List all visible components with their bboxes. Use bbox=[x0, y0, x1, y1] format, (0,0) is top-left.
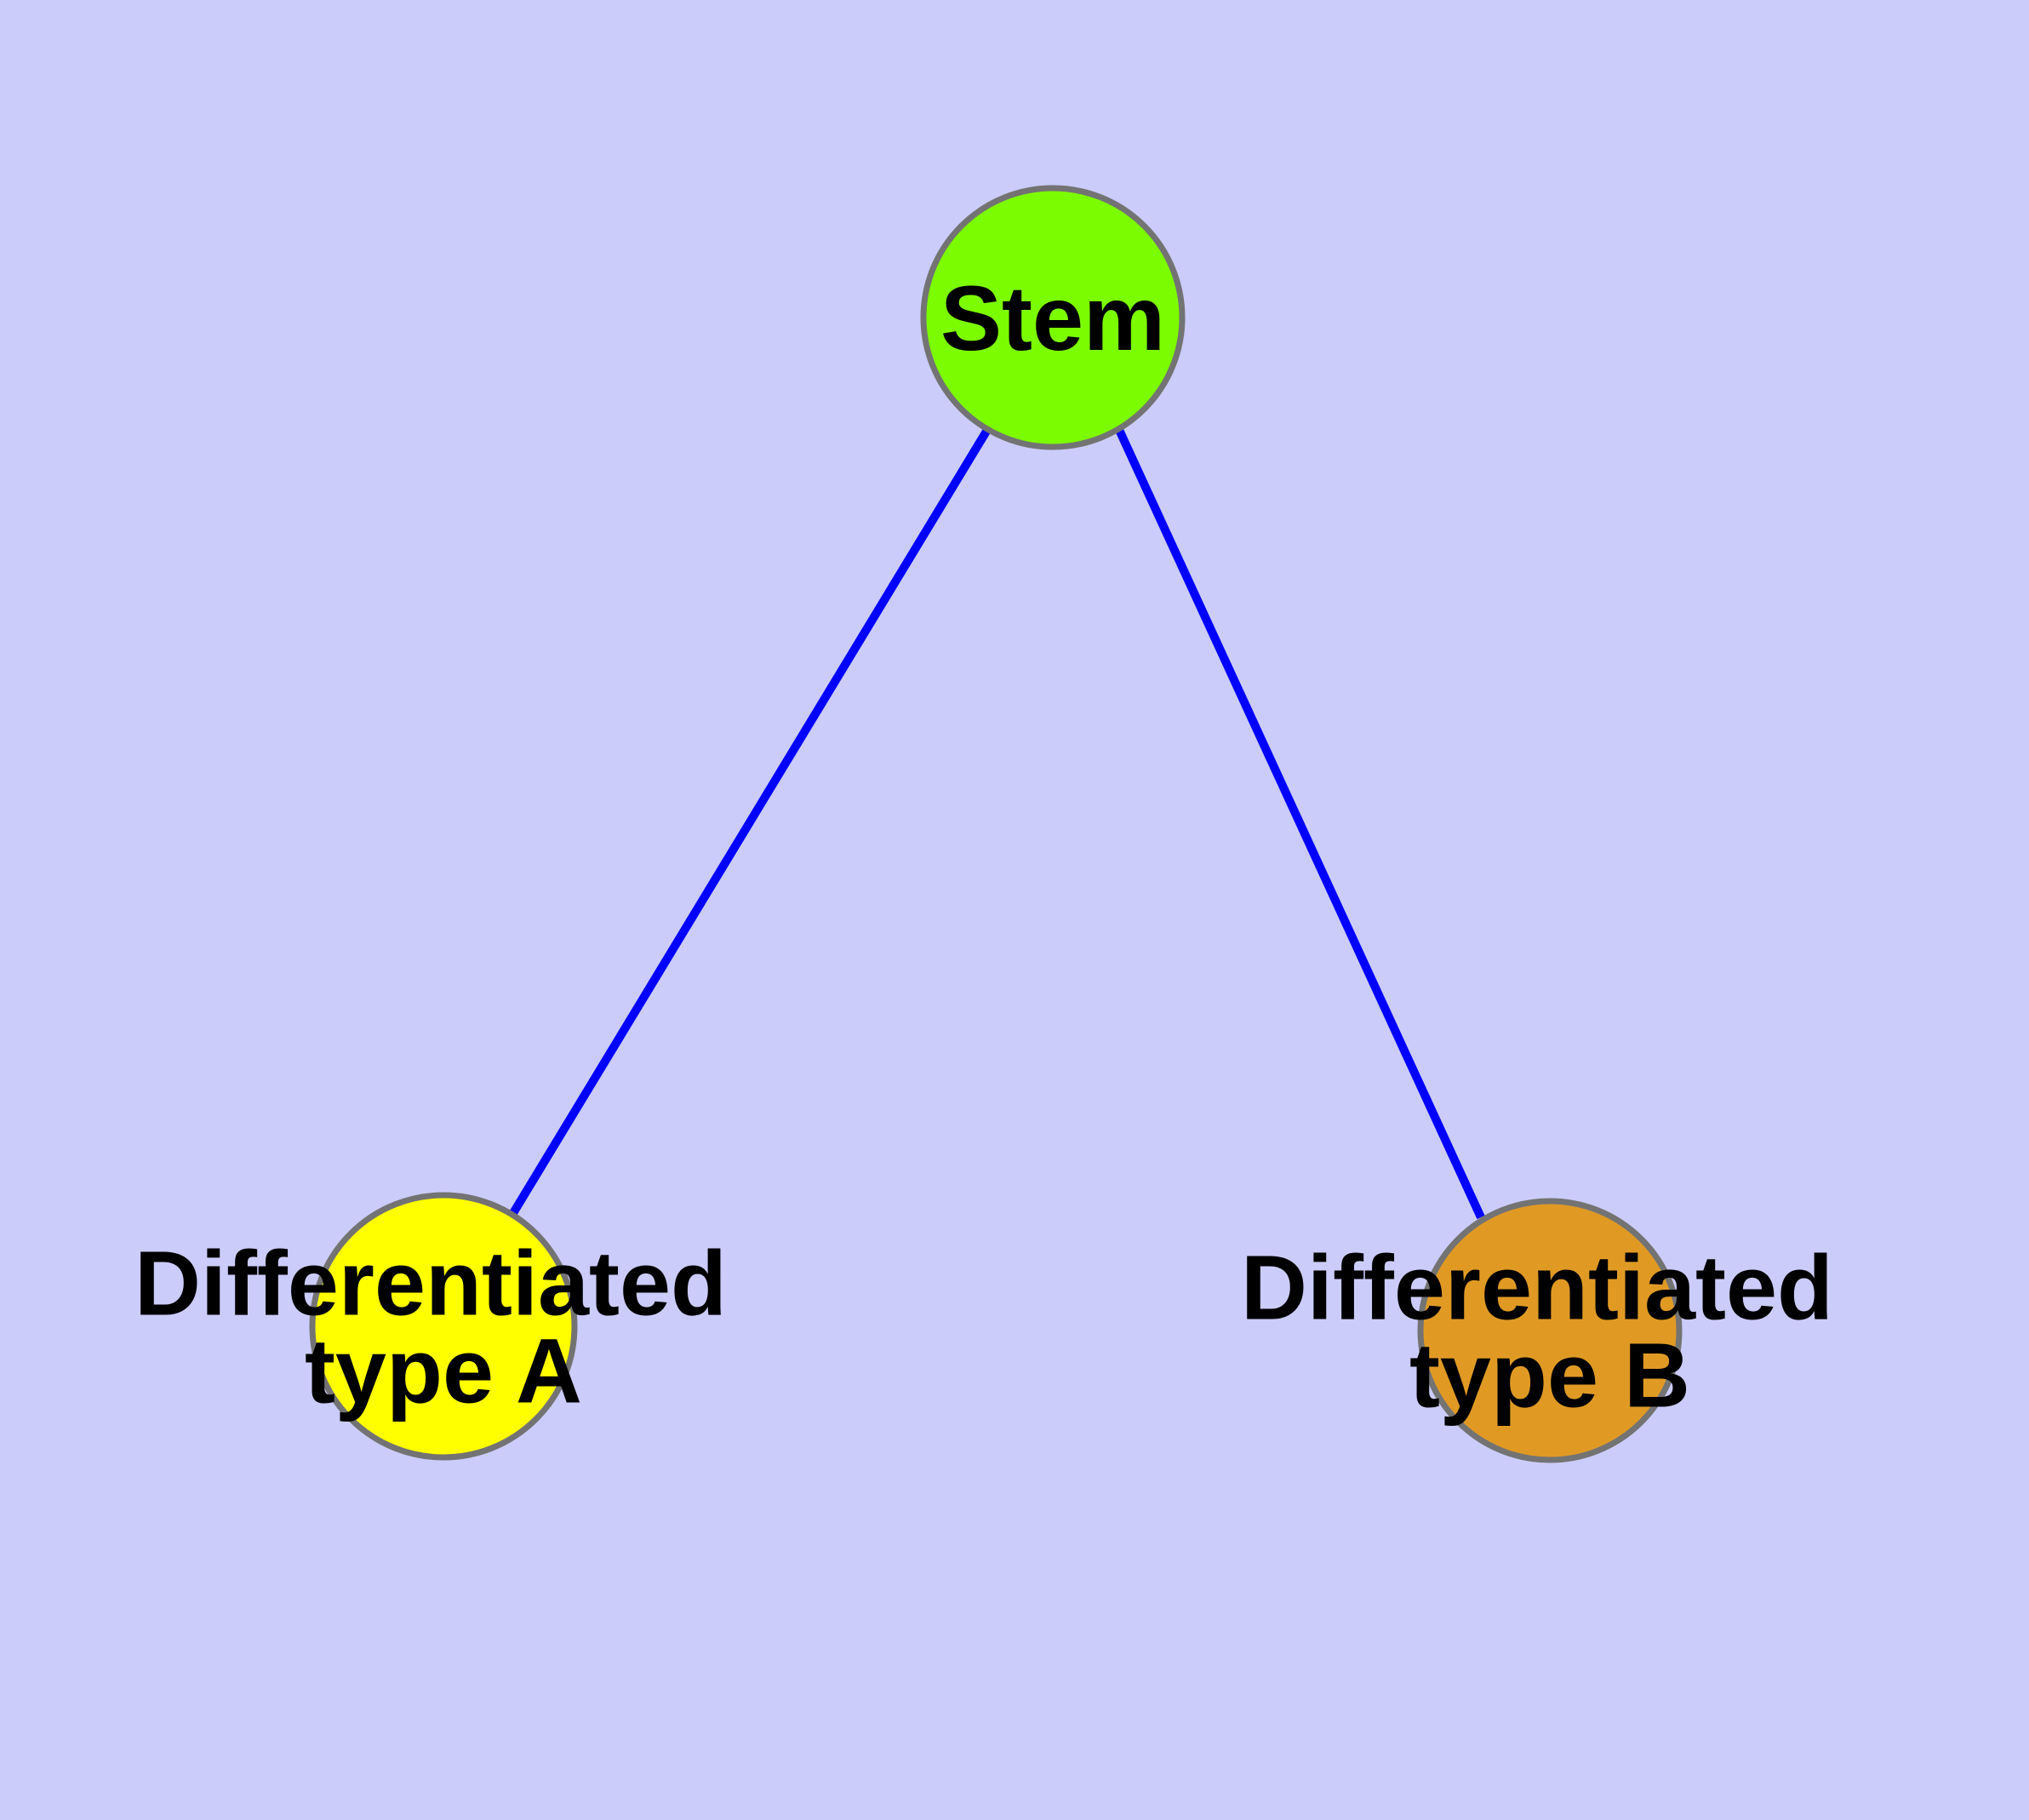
edge-layer bbox=[506, 427, 1485, 1220]
node-label-diff-a-line2: type A bbox=[305, 1319, 582, 1422]
node-label-diff-a: Differentiated type A bbox=[134, 1223, 752, 1422]
node-label-diff-b: Differentiated type B bbox=[1241, 1228, 1859, 1426]
node-layer bbox=[309, 185, 1683, 1463]
node-label-stem: Stem bbox=[940, 266, 1165, 369]
node-label-diff-a-line1: Differentiated bbox=[134, 1231, 727, 1334]
edge-stem-to-diff-b[interactable] bbox=[1115, 427, 1485, 1220]
node-diff-b[interactable] bbox=[1417, 1198, 1683, 1463]
node-label-stem-line1: Stem bbox=[940, 266, 1165, 369]
node-label-diff-b-line1: Differentiated bbox=[1241, 1235, 1833, 1338]
edge-stem-to-diff-a[interactable] bbox=[506, 427, 992, 1220]
label-layer: Stem Differentiated type A Differentiate… bbox=[134, 266, 1859, 1426]
node-label-diff-b-line2: type B bbox=[1409, 1323, 1690, 1426]
node-stem[interactable] bbox=[920, 185, 1186, 450]
node-diff-a[interactable] bbox=[309, 1192, 578, 1461]
